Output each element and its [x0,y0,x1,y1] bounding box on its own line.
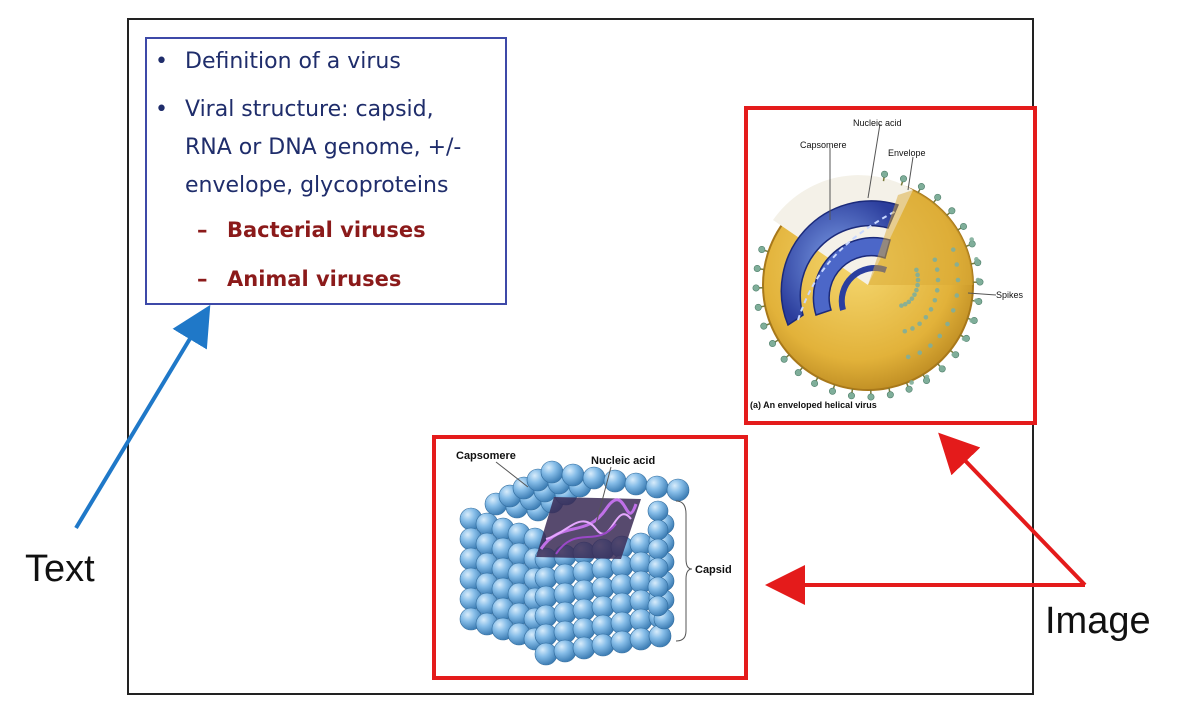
label-capsomere: Capsomere [800,140,847,150]
surface-spike [914,287,919,293]
caption-enveloped-virus: (a) An enveloped helical virus [750,400,877,410]
surface-spike [928,343,933,348]
surface-spike [961,336,967,342]
spike [886,391,894,399]
surface-spike [937,333,943,339]
surface-spike [974,298,979,303]
text-callout-arrow [74,304,211,530]
surface-spike [923,315,929,320]
spike [934,193,942,201]
surface-spike [928,307,934,312]
sub-dash: – [197,218,208,242]
bullet-dot: • [155,49,168,74]
image-callout-arrow-top [938,432,1087,587]
spike [780,355,788,363]
surface-spike [902,328,908,334]
surface-spike [909,380,914,385]
surface-spike [914,267,919,273]
label-nucleic-acid: Nucleic acid [853,118,902,128]
bullet-text: Definition of a virus [185,49,401,74]
surface-spike [951,352,957,357]
sub-text: Animal viruses [227,267,402,291]
cutaway-nucleic-acid [536,497,641,559]
surface-spike [934,288,940,293]
bullet-text: Viral structure: capsid, RNA or DNA geno… [185,97,462,198]
leader-lines [829,123,997,296]
surface-spike [917,321,922,327]
bullet-dot: • [155,97,168,122]
spike [754,303,762,311]
spike [881,170,889,178]
surface-spike [915,282,920,288]
sub-dash: – [197,267,208,291]
text-callout-label: Text [25,548,95,590]
surface-spike [938,365,944,370]
spike [900,175,908,183]
surface-spike [945,321,950,327]
label-capsomere: Capsomere [456,450,516,462]
surface-spike [950,247,956,252]
label-spikes: Spikes [996,290,1024,300]
envelope-spikes [752,170,984,401]
spike [828,387,836,395]
capsid-image-box: Capsomere Nucleic acid Capsid [432,435,748,680]
spike [752,284,760,292]
image-callout-label: Image [1045,600,1151,642]
surface-spike [924,374,930,380]
spike [917,183,925,191]
surface-spike [906,299,912,305]
enveloped-virus-illustration: Nucleic acid Capsomere Envelope Spikes (… [750,118,1024,410]
surface-spike [955,277,961,283]
spike [847,392,855,400]
spike [794,369,802,377]
surface-spike [912,292,917,297]
surface-spike [932,257,938,263]
surface-spike [915,272,920,278]
surface-spike [905,354,911,360]
capsomere-sphere [647,595,669,617]
surface-spike [910,326,915,331]
surface-spike [915,277,921,283]
spike [758,245,766,253]
spike [905,385,913,393]
surface-spike [932,297,938,303]
spike [811,379,819,387]
surface-spike [934,267,940,272]
virus-body [762,175,974,391]
leader-lines [495,461,693,642]
spike [753,264,761,272]
surface-spike [917,350,923,355]
spike [948,207,956,215]
label-envelope: Envelope [888,148,926,158]
surface-spike [899,303,904,308]
surface-spike [950,308,956,313]
enveloped-virus-image-box: Nucleic acid Capsomere Envelope Spikes (… [744,106,1037,425]
surface-spike [974,257,979,262]
capsid-illustration: Capsomere Nucleic acid Capsid [456,450,732,666]
text-box: • Definition of a virus • Viral structur… [145,37,507,305]
spike [769,340,777,348]
sub-text: Bacterial viruses [227,218,426,242]
surface-spike [954,293,960,298]
surface-spike [954,262,960,267]
surface-spike [969,318,974,323]
label-nucleic-acid: Nucleic acid [591,455,655,467]
surface-spike [935,277,941,283]
spike [959,222,967,230]
label-capsid: Capsid [695,564,732,576]
surface-spike [902,301,908,307]
surface-spike [969,237,974,242]
surface-spike [975,277,981,283]
surface-spike [909,296,915,301]
spike [867,393,875,401]
spike [760,322,768,330]
